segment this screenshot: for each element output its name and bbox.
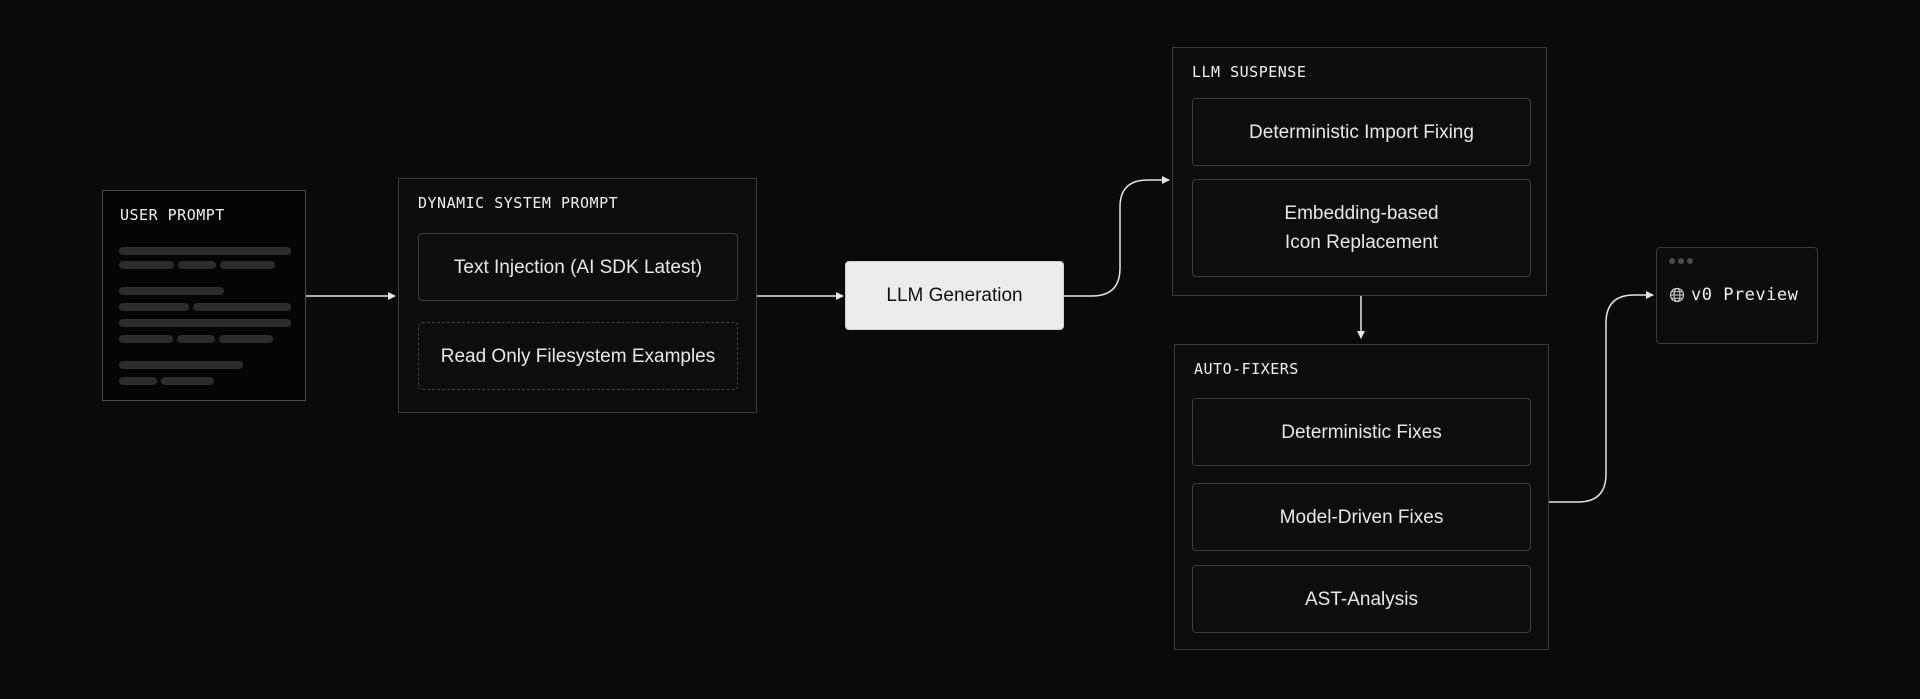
text-line-placeholder <box>119 319 291 327</box>
text-line-placeholder <box>177 335 215 343</box>
preview-label: v0 Preview <box>1691 285 1799 305</box>
text-line-placeholder <box>119 261 174 269</box>
deterministic-fixes-card: Deterministic Fixes <box>1192 398 1531 466</box>
llm-suspense-title: LLM SUSPENSE <box>1192 63 1307 81</box>
llm-suspense-group: LLM SUSPENSE Deterministic Import Fixing… <box>1172 47 1547 296</box>
ast-analysis-card: AST-Analysis <box>1192 565 1531 633</box>
window-dot <box>1687 258 1693 264</box>
user-prompt-card: USER PROMPT <box>102 190 306 401</box>
llm-generation-node: LLM Generation <box>845 261 1064 330</box>
text-line-placeholder <box>119 361 243 369</box>
filesystem-examples-card: Read Only Filesystem Examples <box>418 322 738 390</box>
auto-fixers-title: AUTO-FIXERS <box>1194 360 1299 378</box>
text-line-placeholder <box>119 247 291 255</box>
text-line-placeholder <box>219 335 273 343</box>
globe-icon <box>1669 287 1685 303</box>
arrow-generation-to-suspense <box>1064 176 1170 297</box>
system-prompt-group: DYNAMIC SYSTEM PROMPT Text Injection (AI… <box>398 178 757 413</box>
arrow-autofixers-to-preview <box>1549 291 1654 503</box>
text-line-placeholder <box>119 303 189 311</box>
icon-replacement-card: Embedding-based Icon Replacement <box>1192 179 1531 277</box>
text-line-placeholder <box>119 335 173 343</box>
import-fixing-card: Deterministic Import Fixing <box>1192 98 1531 166</box>
text-line-placeholder <box>119 287 224 295</box>
v0-preview-window: v0 Preview <box>1656 247 1818 344</box>
text-line-placeholder <box>193 303 291 311</box>
model-driven-fixes-card: Model-Driven Fixes <box>1192 483 1531 551</box>
window-dot <box>1669 258 1675 264</box>
text-line-placeholder <box>161 377 214 385</box>
window-dot <box>1678 258 1684 264</box>
user-prompt-title: USER PROMPT <box>120 206 225 224</box>
text-line-placeholder <box>178 261 216 269</box>
auto-fixers-group: AUTO-FIXERS Deterministic Fixes Model-Dr… <box>1174 344 1549 650</box>
text-line-placeholder <box>119 377 157 385</box>
system-prompt-title: DYNAMIC SYSTEM PROMPT <box>418 194 619 212</box>
text-line-placeholder <box>220 261 275 269</box>
text-injection-card: Text Injection (AI SDK Latest) <box>418 233 738 301</box>
preview-row: v0 Preview <box>1669 285 1798 305</box>
